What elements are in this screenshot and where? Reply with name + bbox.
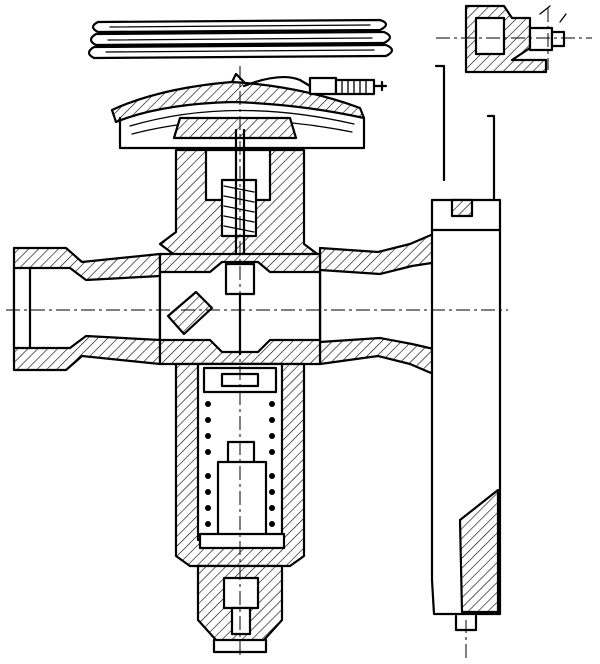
side-bracket [430, 64, 502, 632]
capillary-coil [87, 18, 394, 60]
center-lines [6, 8, 592, 658]
diaphragm-head [110, 72, 388, 150]
outlet-connection [318, 230, 440, 378]
spring-coils [205, 401, 275, 527]
inlet-connection [12, 246, 162, 372]
detail-view [464, 4, 567, 74]
